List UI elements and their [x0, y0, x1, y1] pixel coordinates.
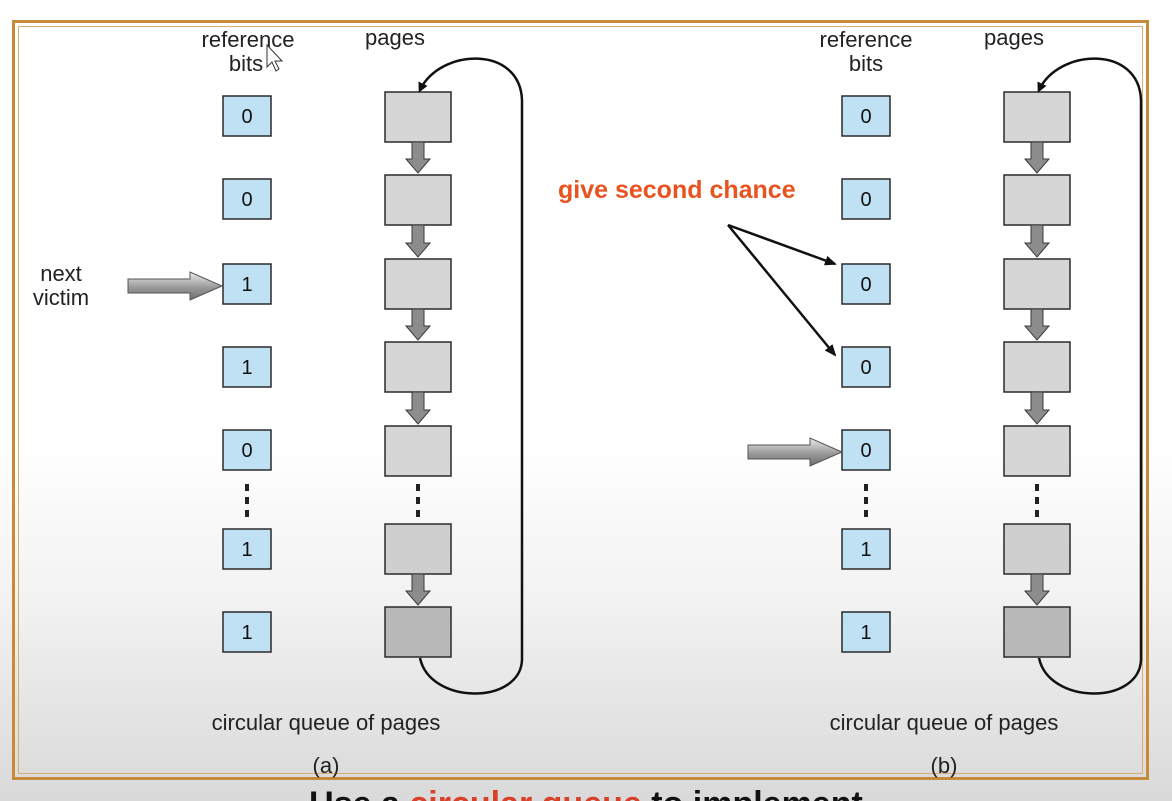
- panel-b-pages-ellipsis: [1035, 484, 1039, 517]
- next-victim-label-line2: victim: [33, 285, 89, 310]
- footer-highlight: circular queue: [409, 785, 641, 801]
- panel-b-bit: 0: [841, 263, 891, 305]
- page-frame: [384, 258, 452, 310]
- panel-b-bit: 0: [841, 429, 891, 471]
- panel-b-bit: 0: [841, 95, 891, 137]
- down-arrow-icon: [1023, 573, 1051, 606]
- panel-a-bit: 1: [222, 528, 272, 570]
- panel-a: reference bits pages 0 0 1 1 0 1 1: [33, 25, 524, 778]
- panel-b-bit: 1: [841, 528, 891, 570]
- down-arrow-icon: [404, 308, 432, 341]
- page-frame: [1003, 174, 1071, 226]
- down-arrow-icon: [404, 224, 432, 258]
- panel-a-pages-header: pages: [365, 25, 425, 50]
- next-victim-label-line1: next: [40, 261, 82, 286]
- down-arrow-icon: [404, 573, 432, 606]
- slide-footer-caption: Use a circular queue to implement: [0, 781, 1172, 801]
- page-frame: [1003, 258, 1071, 310]
- panel-b-bit-value: 0: [860, 274, 871, 296]
- panel-b-caption: circular queue of pages: [830, 710, 1059, 735]
- page-frame: [384, 523, 452, 575]
- slide-frame: [12, 20, 1149, 780]
- down-arrow-icon: [404, 141, 432, 174]
- page-frame: [1003, 91, 1071, 143]
- panel-a-pages: [384, 91, 452, 658]
- panel-b-loop-arrow: [1037, 57, 1143, 695]
- panel-a-bit: 1: [222, 611, 272, 653]
- footer-suffix: to implement: [642, 785, 863, 801]
- give-second-chance-annotation: give second chance: [558, 176, 796, 204]
- panel-b-bit-value: 0: [860, 357, 871, 379]
- panel-b-down-arrows: [1023, 141, 1051, 606]
- second-chance-diagram: reference bits pages 0 0 1 1 0 1 1: [33, 25, 1143, 778]
- panel-a-bit: 1: [222, 263, 272, 305]
- panel-a-loop-arrow: [418, 57, 524, 695]
- panel-b-bit-value: 0: [860, 189, 871, 211]
- panel-a-sub-label: (a): [313, 753, 340, 778]
- page-frame: [384, 341, 452, 393]
- annotation-arrow-icon: [727, 223, 837, 266]
- page-frame: [1003, 606, 1071, 658]
- page-frame: [384, 174, 452, 226]
- page-frame: [384, 425, 452, 477]
- down-arrow-icon: [1023, 141, 1051, 174]
- down-arrow-icon: [1023, 308, 1051, 341]
- panel-a-bit-value: 1: [241, 539, 252, 561]
- panel-b-pointer-icon: [747, 437, 844, 467]
- panel-a-bit-value: 1: [241, 357, 252, 379]
- panel-a-caption: circular queue of pages: [212, 710, 441, 735]
- panel-b-bit-value: 0: [860, 440, 871, 462]
- panel-b-bit-value: 1: [860, 539, 871, 561]
- footer-prefix: Use a: [309, 785, 409, 801]
- panel-a-bit-value: 0: [241, 189, 252, 211]
- page-frame: [1003, 425, 1071, 477]
- panel-a-bit: 1: [222, 346, 272, 388]
- panel-a-bit-value: 0: [241, 106, 252, 128]
- mouse-cursor-icon: [266, 43, 284, 72]
- panel-b-bit-value: 0: [860, 106, 871, 128]
- down-arrow-icon: [404, 391, 432, 425]
- panel-a-bit: 0: [222, 429, 272, 471]
- panel-a-pages-ellipsis: [416, 484, 420, 517]
- annotation-arrow-icon: [727, 224, 837, 357]
- panel-a-down-arrows: [404, 141, 432, 606]
- panel-b: reference bits pages 0 0 0 0 0 1 1: [558, 25, 1143, 778]
- panel-b-bit: 0: [841, 178, 891, 220]
- panel-b-pages-header: pages: [984, 25, 1044, 50]
- panel-b-pages: [1003, 91, 1071, 658]
- panel-b-bits-header-line1: reference: [820, 27, 913, 52]
- down-arrow-icon: [1023, 224, 1051, 258]
- panel-a-bit: 0: [222, 95, 272, 137]
- page-frame: [1003, 523, 1071, 575]
- panel-a-bits-header-line2: bits: [229, 51, 263, 76]
- page-frame: [384, 91, 452, 143]
- panel-b-bits-header-line2: bits: [849, 51, 883, 76]
- panel-b-bit: 1: [841, 611, 891, 653]
- panel-a-bit-value: 1: [241, 622, 252, 644]
- panel-a-bits-header-line1: reference: [202, 27, 295, 52]
- next-victim-pointer-icon: [127, 271, 224, 301]
- down-arrow-icon: [1023, 391, 1051, 425]
- panel-a-bits-ellipsis: [245, 484, 249, 517]
- panel-b-sub-label: (b): [931, 753, 958, 778]
- panel-a-bit-value: 1: [241, 274, 252, 296]
- panel-a-bit-value: 0: [241, 440, 252, 462]
- panel-a-bit: 0: [222, 178, 272, 220]
- page-frame: [384, 606, 452, 658]
- panel-b-bit: 0: [841, 346, 891, 388]
- panel-b-bit-value: 1: [860, 622, 871, 644]
- panel-b-bits-ellipsis: [864, 484, 868, 517]
- page-frame: [1003, 341, 1071, 393]
